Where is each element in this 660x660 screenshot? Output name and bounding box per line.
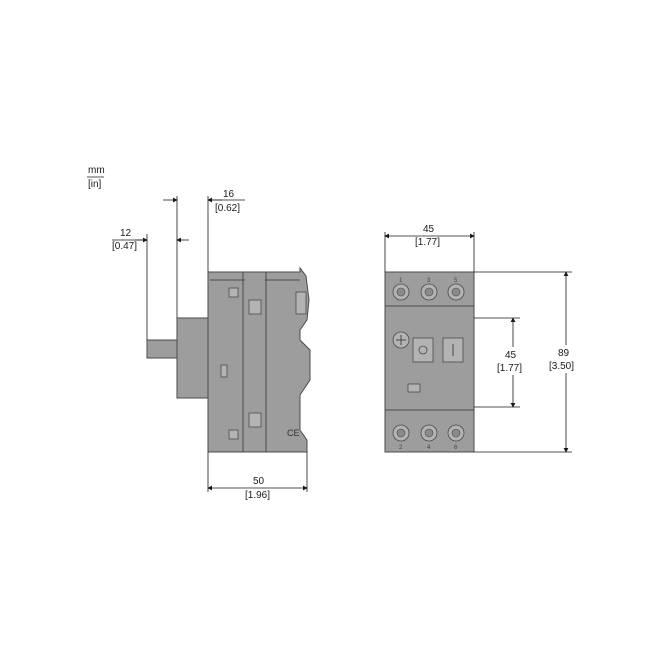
top-terminal-2 <box>420 283 438 301</box>
dim-16-in: [0.62] <box>215 203 240 214</box>
dim-89-in: [3.50] <box>549 361 574 372</box>
units-legend: mm [in] <box>87 165 105 190</box>
top-terminal-label-3: 5 <box>454 278 458 284</box>
bottom-terminal-label-2: 4 <box>427 445 431 451</box>
bottom-terminal-label-3: 6 <box>454 445 458 451</box>
side-view: CE 16 [0.62] 12 [0.47] 50 [1.96] <box>112 189 311 501</box>
side-clip-bottom <box>248 412 262 428</box>
side-slot-bottom <box>228 429 239 440</box>
dim-45w-mm: 45 <box>423 224 435 235</box>
dim-45m-mm: 45 <box>505 350 517 361</box>
side-clip-top <box>248 299 262 315</box>
dim-45m-label-bg <box>495 347 531 375</box>
top-terminal-label-1: 1 <box>399 278 403 284</box>
indicator-window <box>407 383 421 393</box>
start-button <box>412 337 434 363</box>
side-latch <box>295 291 307 315</box>
dim-89-mm: 89 <box>558 348 570 359</box>
side-housing <box>207 266 311 453</box>
dim-89-label-bg <box>548 345 584 373</box>
dim-45m-in: [1.77] <box>497 363 522 374</box>
top-terminal-3 <box>447 283 465 301</box>
side-slot-mid <box>220 364 228 378</box>
top-terminal-1 <box>392 283 410 301</box>
side-slot-top <box>228 287 239 298</box>
front-view: 1 3 5 2 4 6 45 [1.77] 45 [1.77] <box>384 224 584 453</box>
dim-12-in: [0.47] <box>112 241 137 252</box>
units-secondary: [in] <box>88 179 102 190</box>
adjust-dial-mark <box>396 335 406 345</box>
units-primary: mm <box>88 165 105 176</box>
top-terminal-label-2: 3 <box>427 278 431 284</box>
start-button-icon <box>418 345 428 355</box>
ce-mark: CE <box>287 428 300 438</box>
bottom-terminal-3 <box>447 424 465 442</box>
bottom-terminal-2 <box>420 424 438 442</box>
dim-50-mm: 50 <box>253 476 265 487</box>
dim-12-mm: 12 <box>120 228 132 239</box>
dim-45w-in: [1.77] <box>415 237 440 248</box>
bottom-terminal-1 <box>392 424 410 442</box>
dim-16-mm: 16 <box>223 189 235 200</box>
front-step <box>176 317 209 399</box>
shaft <box>146 339 178 359</box>
dim-50-in: [1.96] <box>245 490 270 501</box>
bottom-terminal-label-1: 2 <box>399 445 403 451</box>
